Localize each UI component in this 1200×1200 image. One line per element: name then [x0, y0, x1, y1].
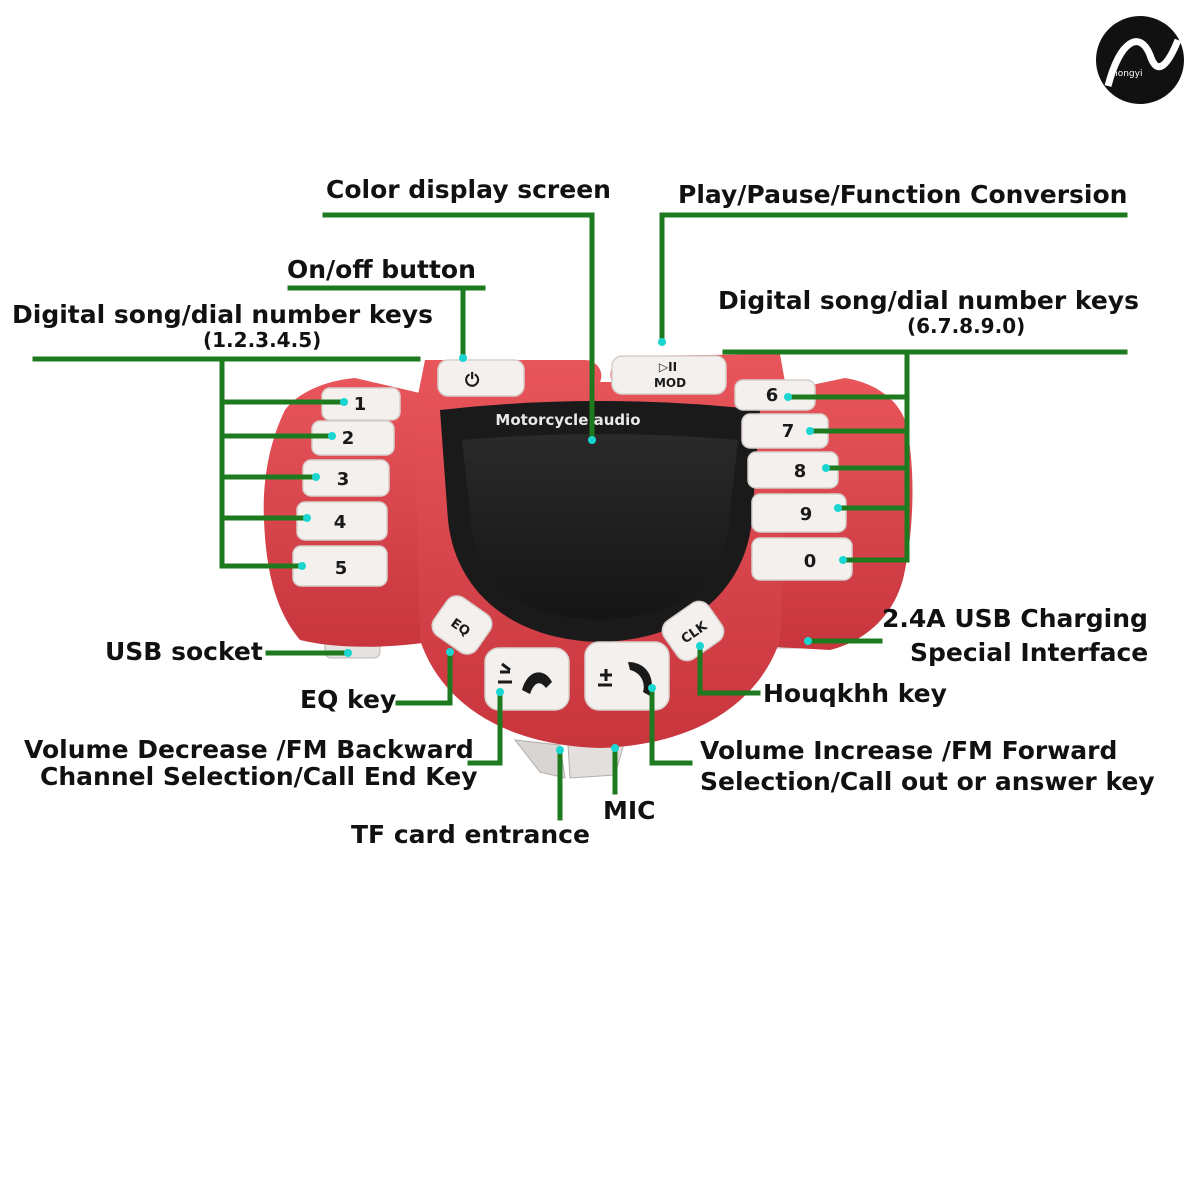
svg-text:9: 9	[800, 504, 813, 525]
label-play-pause: Play/Pause/Function Conversion	[678, 180, 1127, 209]
label-volume-decrease-2: Channel Selection/Call End Key	[40, 762, 478, 791]
call-answer-icon	[628, 662, 652, 696]
label-tf-card: TF card entrance	[351, 820, 590, 849]
svg-text:4: 4	[334, 512, 347, 533]
leader-lines	[32, 212, 1128, 821]
label-digital-left-range: (1.2.3.4.5)	[203, 328, 321, 352]
call-end-icon	[522, 672, 552, 694]
clk-key[interactable]: CLK	[658, 597, 729, 666]
label-usb-charging-2: Special Interface	[910, 638, 1148, 667]
svg-text:8: 8	[794, 461, 807, 482]
label-usb-socket: USB socket	[105, 637, 263, 666]
pointer-dots	[298, 338, 847, 754]
play-pause-icon: ▷II	[659, 360, 677, 374]
svg-text:6: 6	[766, 385, 779, 406]
mod-label: MOD	[654, 376, 686, 390]
label-volume-increase-2: Selection/Call out or answer key	[700, 767, 1155, 796]
label-digital-right: Digital song/dial number keys	[718, 286, 1139, 315]
label-houqkhh-key: Houqkhh key	[763, 679, 947, 708]
key-5[interactable]: 5	[292, 545, 388, 587]
play-pause-mod-button[interactable]: ▷II MOD	[611, 355, 727, 395]
svg-text:3: 3	[337, 469, 350, 490]
svg-text:1: 1	[354, 394, 367, 415]
motorcycle-audio-device: Motorcycle audio ⏻ ▷II MOD 1 2 3 4 5 6 7…	[263, 354, 913, 779]
color-display-screen	[462, 434, 738, 620]
screen-brand-text: Motorcycle audio	[495, 411, 640, 429]
key-9[interactable]: 9	[751, 493, 847, 533]
label-eq-key: EQ key	[300, 685, 396, 714]
label-digital-right-range: (6.7.8.9.0)	[907, 314, 1025, 338]
label-mic: MIC	[603, 796, 656, 825]
key-3[interactable]: 3	[302, 459, 390, 497]
power-button[interactable]: ⏻	[437, 359, 525, 397]
labels: Color display screen Play/Pause/Function…	[12, 175, 1155, 849]
brand-logo: hongyi	[1090, 10, 1190, 110]
volume-decrease-key[interactable]	[484, 647, 570, 711]
label-volume-increase: Volume Increase /FM Forward	[700, 736, 1117, 765]
label-digital-left: Digital song/dial number keys	[12, 300, 433, 329]
volume-increase-key[interactable]	[584, 641, 670, 711]
key-0[interactable]: 0	[751, 537, 853, 581]
svg-text:5: 5	[335, 558, 348, 579]
label-volume-decrease: Volume Decrease /FM Backward	[24, 735, 474, 764]
svg-text:0: 0	[804, 551, 817, 572]
tf-card-slot	[513, 739, 566, 779]
power-icon: ⏻	[465, 370, 480, 391]
eq-key[interactable]: EQ	[428, 591, 497, 659]
svg-text:2: 2	[342, 428, 355, 449]
key-4[interactable]: 4	[296, 501, 388, 541]
label-color-display: Color display screen	[326, 175, 611, 204]
volume-down-icon	[498, 662, 512, 684]
label-onoff: On/off button	[287, 255, 476, 284]
key-8[interactable]: 8	[747, 451, 839, 489]
label-usb-charging: 2.4A USB Charging	[882, 604, 1148, 633]
svg-text:7: 7	[782, 421, 795, 442]
logo-text: hongyi	[1112, 69, 1142, 79]
volume-up-icon	[598, 669, 612, 687]
